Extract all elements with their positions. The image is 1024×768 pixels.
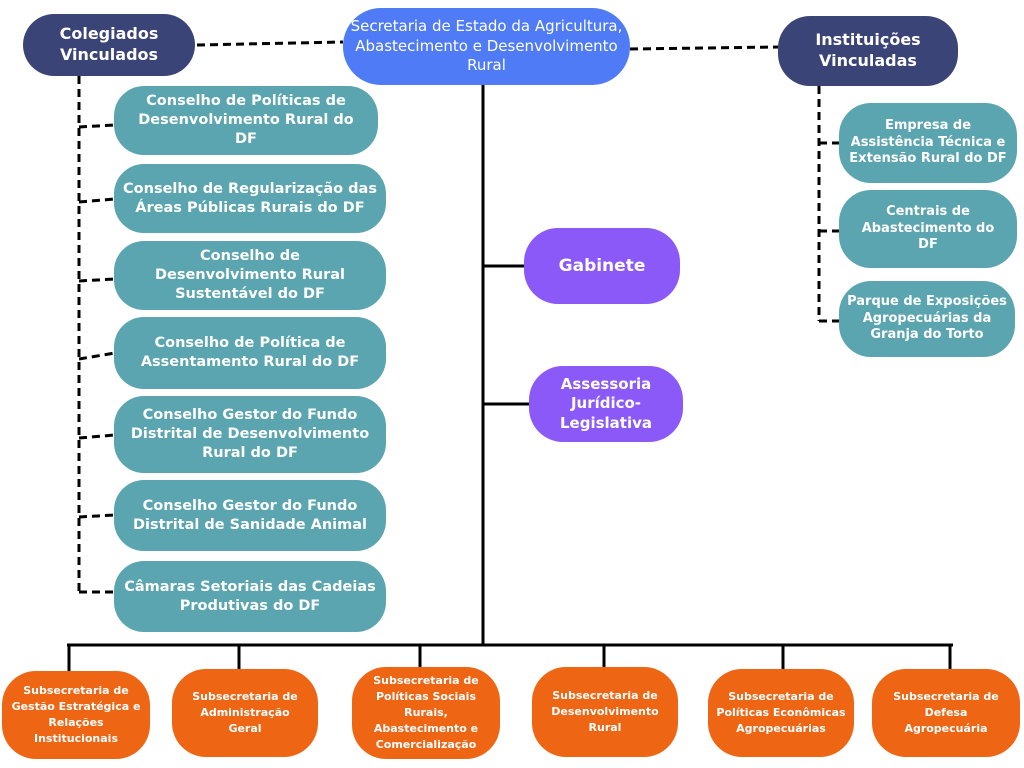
- colegiado-label: Conselho de Políticas de Desenvolvimento…: [138, 93, 354, 147]
- instituicoes-link: [629, 45, 779, 51]
- colegiado-item: Conselho de Regularização das Áreas Públ…: [114, 164, 386, 233]
- colegiado-branch-2: [78, 197, 116, 204]
- subsecretaria-node: Subsecretaria de Desenvolvimento Rural: [532, 667, 678, 757]
- subsecretaria-node: Subsecretaria de Gestão Estratégica e Re…: [2, 671, 150, 759]
- gabinete-label: Gabinete: [558, 255, 646, 276]
- subsecretaria-label: Subsecretaria de Defesa Agropecuária: [893, 690, 999, 735]
- colegiado-item: Conselho de Políticas de Desenvolvimento…: [114, 86, 378, 155]
- instituicao-item: Empresa de Assistência Técnica e Extensã…: [839, 103, 1017, 183]
- subsecretaria-label: Subsecretaria de Políticas Sociais Rurai…: [373, 674, 479, 751]
- assessoria-label: Assessoria Jurídico-Legislativa: [559, 374, 652, 432]
- subsecretaria-label: Subsecretaria de Políticas Econômicas Ag…: [716, 690, 846, 735]
- secretaria-node: Secretaria de Estado da Agricultura, Aba…: [343, 8, 630, 85]
- colegiado-label: Conselho Gestor do Fundo Distrital de Sa…: [132, 497, 367, 533]
- subsecretaria-label: Subsecretaria de Administração Geral: [192, 690, 298, 735]
- colegiado-item: Conselho de Política de Assentamento Rur…: [114, 317, 386, 389]
- secretaria-label: Secretaria de Estado da Agricultura, Aba…: [350, 17, 623, 75]
- instituicoes-node: Instituições Vinculadas: [778, 16, 958, 86]
- subsecretaria-node: Subsecretaria de Políticas Econômicas Ag…: [708, 669, 854, 757]
- colegiados-link: [196, 40, 344, 47]
- instituicao-label: Empresa de Assistência Técnica e Extensã…: [849, 117, 1007, 167]
- gabinete-node: Gabinete: [524, 228, 680, 304]
- instituicao-label: Parque de Exposições Agropecuárias da Gr…: [847, 293, 1007, 343]
- colegiado-branch-5: [78, 433, 116, 440]
- colegiado-item: Conselho Gestor do Fundo Distrital de Sa…: [114, 480, 386, 551]
- colegiado-label: Conselho Gestor do Fundo Distrital de De…: [130, 407, 370, 461]
- subsecretaria-label: Subsecretaria de Gestão Estratégica e Re…: [11, 684, 141, 745]
- subsecretaria-node: Subsecretaria de Administração Geral: [172, 669, 318, 757]
- instituicao-item: Parque de Exposições Agropecuárias da Gr…: [839, 281, 1015, 357]
- colegiados-label: Colegiados Vinculados: [59, 24, 159, 64]
- subsecretaria-label: Subsecretaria de Desenvolvimento Rural: [551, 689, 659, 734]
- colegiado-item: Conselho de Desenvolvimento Rural Susten…: [114, 241, 386, 310]
- colegiado-item: Câmaras Setoriais das Cadeias Produtivas…: [114, 561, 386, 632]
- colegiado-label: Conselho de Regularização das Áreas Públ…: [123, 180, 377, 216]
- colegiado-branch-6: [78, 513, 116, 519]
- colegiado-label: Conselho de Política de Assentamento Rur…: [140, 335, 360, 370]
- instituicoes-label: Instituições Vinculadas: [815, 30, 921, 70]
- instituicao-label: Centrais de Abastecimento do DF: [861, 203, 995, 253]
- instituicao-item: Centrais de Abastecimento do DF: [839, 190, 1017, 268]
- colegiado-label: Conselho de Desenvolvimento Rural Susten…: [154, 248, 346, 302]
- assessoria-node: Assessoria Jurídico-Legislativa: [529, 366, 683, 442]
- subsecretaria-node: Subsecretaria de Defesa Agropecuária: [872, 669, 1020, 757]
- colegiado-label: Câmaras Setoriais das Cadeias Produtivas…: [124, 578, 376, 614]
- colegiado-branch-1: [78, 123, 116, 129]
- colegiados-node: Colegiados Vinculados: [23, 14, 195, 76]
- subsecretaria-node: Subsecretaria de Políticas Sociais Rurai…: [352, 667, 500, 759]
- colegiado-branch-4: [78, 351, 116, 361]
- colegiado-branch-3: [78, 277, 116, 283]
- colegiado-item: Conselho Gestor do Fundo Distrital de De…: [114, 396, 386, 473]
